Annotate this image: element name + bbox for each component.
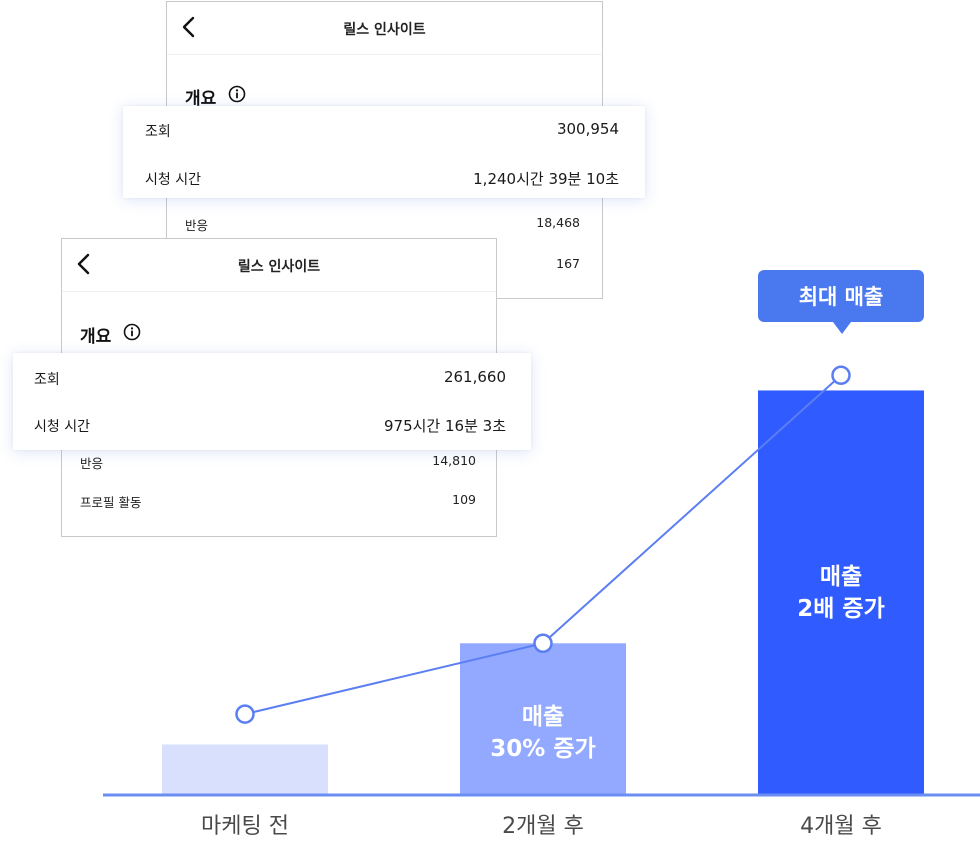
bar-0 bbox=[162, 744, 328, 795]
trend-point-2 bbox=[831, 365, 851, 386]
bar-2 bbox=[758, 390, 924, 795]
section-title: 개요 bbox=[185, 89, 217, 109]
back-arrow-icon[interactable] bbox=[72, 252, 96, 276]
card-title: 릴스 인사이트 bbox=[237, 259, 321, 275]
row-label-reactions: 반응 bbox=[185, 218, 209, 233]
row-label-reactions: 반응 bbox=[80, 456, 104, 471]
row-value-reactions: 14,810 bbox=[432, 453, 476, 468]
bar-1 bbox=[460, 643, 626, 795]
row-label-profile: 프로필 활동 bbox=[80, 495, 142, 510]
back-arrow-icon[interactable] bbox=[177, 15, 201, 39]
info-icon[interactable] bbox=[228, 85, 246, 103]
card-title: 릴스 인사이트 bbox=[343, 22, 426, 38]
insight-popout-back: 조회 300,954 시청 시간 1,240시간 39분 10초 bbox=[123, 106, 645, 198]
info-icon[interactable] bbox=[123, 323, 141, 341]
row-label-watch-time: 시청 시간 bbox=[34, 419, 90, 435]
row-value-profile: 167 bbox=[556, 256, 580, 271]
tick-label-2: 4개월 후 bbox=[800, 814, 882, 839]
row-value-watch-time: 975시간 16분 3초 bbox=[384, 417, 506, 435]
trend-point-1 bbox=[533, 633, 553, 654]
row-label-views: 조회 bbox=[34, 372, 60, 388]
row-value-watch-time: 1,240시간 39분 10초 bbox=[473, 170, 619, 188]
row-value-views: 261,660 bbox=[443, 368, 506, 386]
tick-label-0: 마케팅 전 bbox=[201, 814, 289, 839]
section-title: 개요 bbox=[80, 327, 112, 347]
tick-label-1: 2개월 후 bbox=[502, 814, 584, 839]
insight-popout-front: 조회 261,660 시청 시간 975시간 16분 3초 bbox=[13, 353, 531, 450]
card-header: 릴스 인사이트 bbox=[167, 2, 602, 55]
row-value-reactions: 18,468 bbox=[536, 215, 580, 230]
row-label-watch-time: 시청 시간 bbox=[145, 172, 201, 188]
row-value-views: 300,954 bbox=[556, 120, 619, 138]
trend-point-0 bbox=[235, 704, 255, 724]
tooltip-label: 최대 매출 bbox=[798, 285, 884, 309]
max-sales-tooltip: 최대 매출 bbox=[758, 270, 924, 334]
row-value-profile: 109 bbox=[452, 492, 476, 507]
card-header: 릴스 인사이트 bbox=[62, 239, 496, 292]
row-label-views: 조회 bbox=[145, 124, 171, 140]
